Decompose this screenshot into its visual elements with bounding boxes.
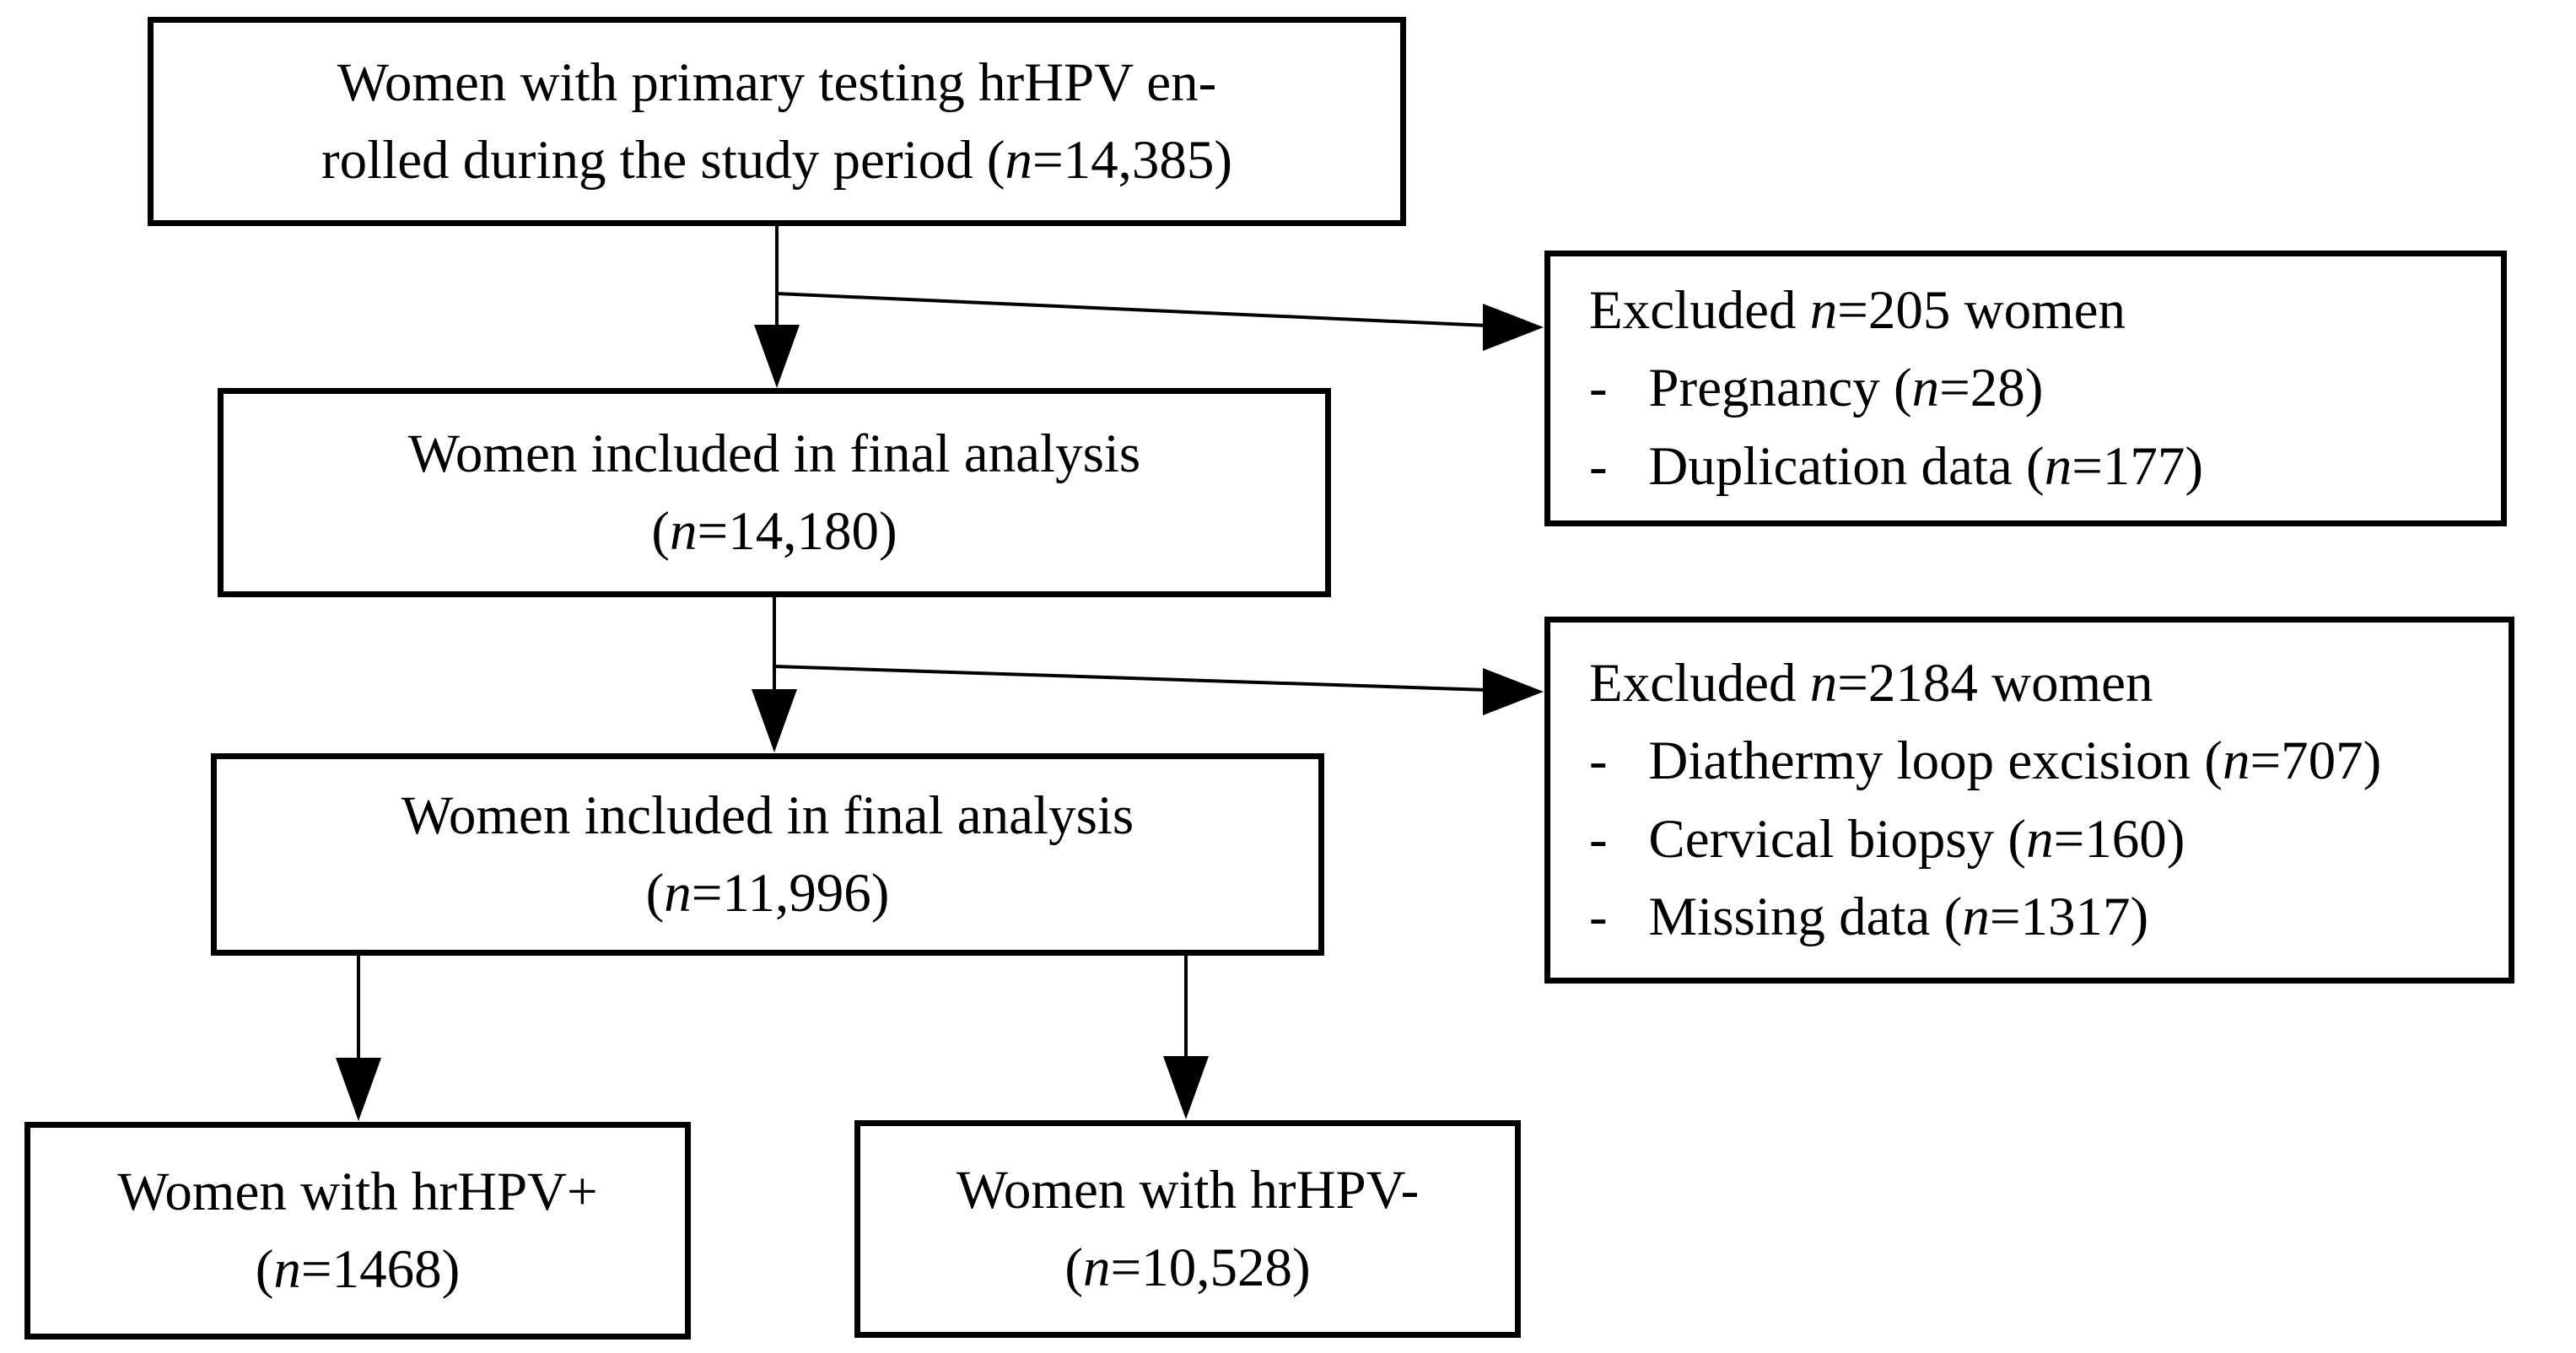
box-hrhpv-positive: Women with hrHPV+ (n=1468) [24,1122,691,1340]
arrow-enrolled-to-final1 [754,224,800,388]
box-excluded-1: Excluded n=205 women - Pregnancy (n=28) … [1544,251,2507,526]
box-enrolled: Women with primary testing hrHPV en- rol… [148,17,1406,226]
box-enrolled-line-2: rolled during the study period (n=14,385… [321,130,1233,191]
box-negative-line-1: Women with hrHPV- [956,1159,1420,1221]
box-positive-line-2: (n=1468) [255,1239,461,1300]
arrow-final2-to-positive [336,956,381,1121]
arrow-final2-to-negative [1163,956,1209,1119]
box-excluded1-item-duplication: - Duplication data (n=177) [1589,435,2203,497]
box-final2-line-1: Women included in final analysis [401,784,1134,846]
box-final1-line-2: (n=14,180) [651,501,897,562]
box-negative-line-2: (n=10,528) [1064,1237,1311,1298]
box-excluded2-item-biopsy: - Cervical biopsy (n=160) [1589,808,2185,870]
box-excluded2-item-missing: - Missing data (n=1317) [1589,886,2149,947]
box-final-analysis-2: Women included in final analysis (n=11,9… [211,753,1324,956]
box-excluded-2: Excluded n=2184 women - Diathermy loop e… [1544,617,2514,984]
box-excluded1-title: Excluded n=205 women [1589,280,2126,342]
box-hrhpv-negative: Women with hrHPV- (n=10,528) [854,1120,1521,1338]
arrow-to-excluded2 [773,665,1544,715]
arrow-final1-to-final2 [752,597,797,752]
arrow-to-excluded1 [776,292,1544,351]
box-enrolled-line-1: Women with primary testing hrHPV en- [337,51,1217,113]
box-final-analysis-1: Women included in final analysis (n=14,1… [218,388,1331,597]
box-final1-line-1: Women included in final analysis [407,423,1141,484]
box-positive-line-1: Women with hrHPV+ [117,1161,598,1222]
box-final2-line-2: (n=11,996) [645,863,890,924]
box-excluded2-item-diathermy: - Diathermy loop excision (n=707) [1589,730,2382,792]
box-excluded2-title: Excluded n=2184 women [1589,652,2153,714]
box-excluded1-item-pregnancy: - Pregnancy (n=28) [1589,358,2044,419]
